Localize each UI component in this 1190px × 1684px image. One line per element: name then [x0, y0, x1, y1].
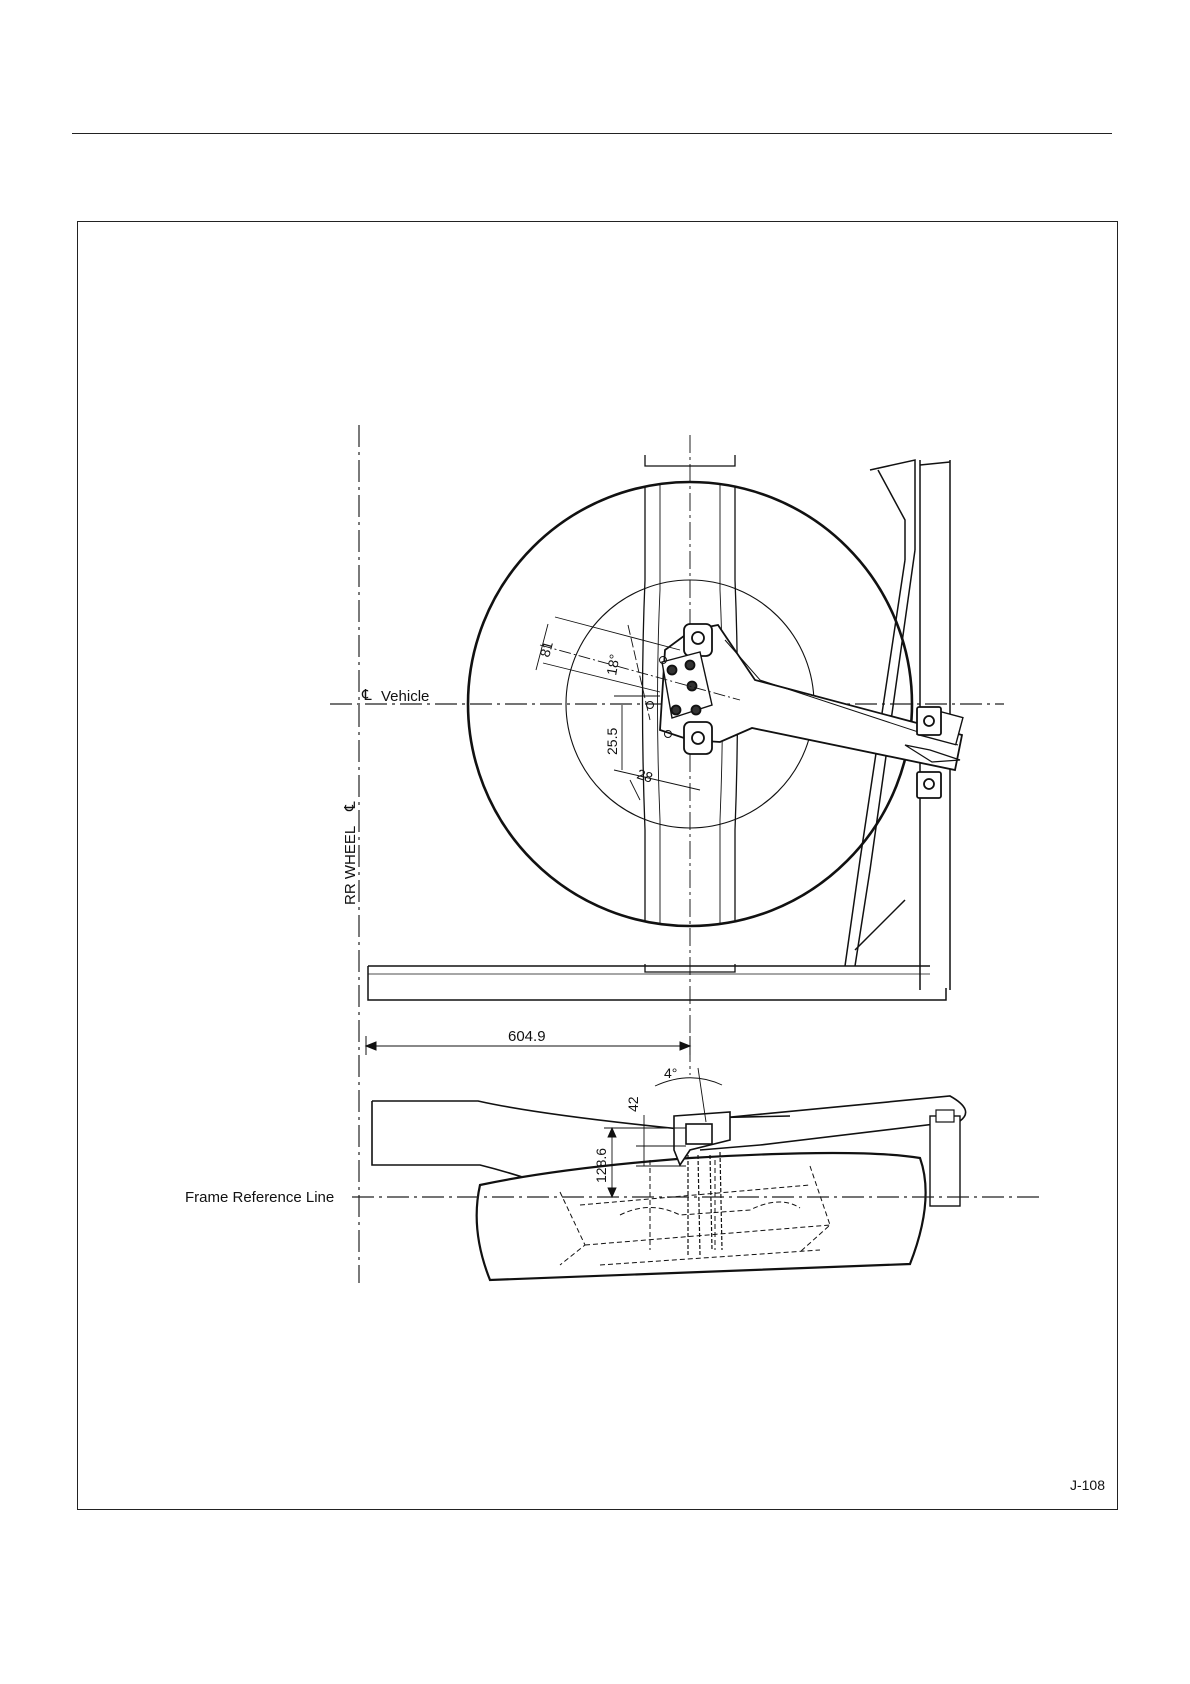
dim-18-angle-label: 18°: [603, 653, 622, 677]
dim-42-label: 42: [625, 1096, 641, 1112]
rr-wheel-cl-label: RR WHEEL ℄: [342, 801, 359, 905]
rr-wheel-label: RR WHEEL: [342, 826, 359, 905]
dim-25-5-label: 25.5: [604, 728, 620, 755]
centerline-symbol-2: ℄: [342, 801, 359, 812]
vehicle-label: Vehicle: [381, 688, 429, 705]
dim-4-angle-label: 4°: [664, 1065, 677, 1081]
vehicle-cl-label: ℄ Vehicle: [361, 687, 429, 705]
dim-128-6-label: 128.6: [593, 1148, 609, 1183]
dim-81-label: 81: [536, 639, 556, 658]
frame-reference-line-label: Frame Reference Line: [185, 1189, 334, 1206]
carrier-bracket-plan: [647, 624, 963, 798]
spare-tire-side: [477, 1153, 926, 1280]
centerline-symbol: ℄: [361, 687, 372, 704]
dim-28-label: 28: [635, 766, 655, 786]
dim-604-9-label: 604.9: [508, 1028, 546, 1045]
